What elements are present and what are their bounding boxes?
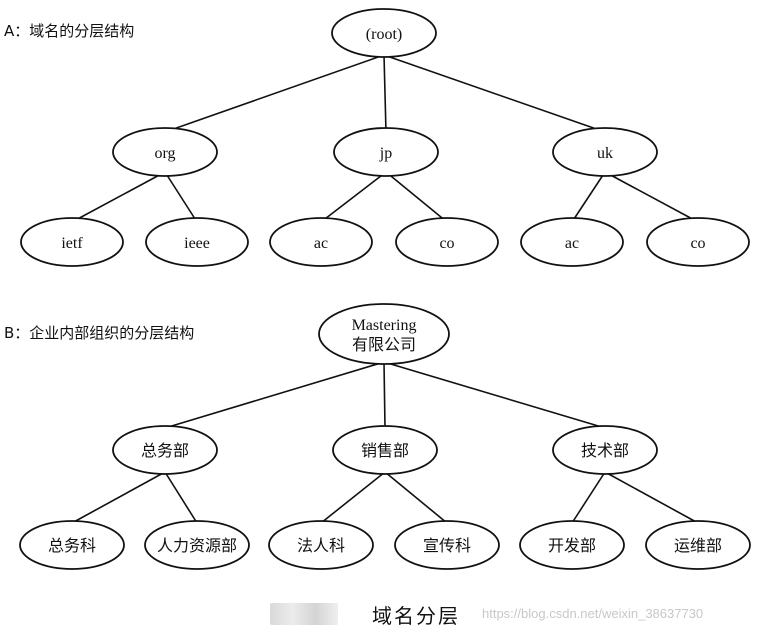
edge-b-2-0	[571, 471, 606, 524]
node-b-level2-1-0-label: 法人科	[297, 537, 345, 555]
node-b-level2-0-1-label: 人力资源部	[157, 537, 237, 555]
node-b-level2-0-1: 人力资源部	[144, 520, 250, 570]
watermark-url: https://blog.csdn.net/weixin_38637730	[482, 606, 704, 621]
node-b-level1-1: 销售部	[332, 425, 438, 475]
node-b-level2-0-0-label: 总务科	[48, 537, 96, 555]
section-b-title: B：企业内部组织的分层结构	[4, 324, 195, 342]
section-a-title: A：域名的分层结构	[4, 22, 135, 40]
node-a-jp-co: co	[395, 217, 499, 267]
edge-b-root-1	[383, 361, 386, 429]
node-a-org-ieee-label: ieee	[184, 235, 210, 252]
node-b-level1-2-label: 技术部	[581, 442, 629, 460]
edge-b-1-1	[384, 471, 448, 524]
node-a-jp: jp	[333, 127, 439, 177]
node-b-level2-1-0: 法人科	[268, 520, 374, 570]
edge-a-root-0	[164, 54, 385, 133]
node-a-org: org	[112, 127, 218, 177]
edge-a-0-1	[164, 171, 198, 223]
edge-a-root-2	[383, 54, 606, 133]
node-a-root: (root)	[331, 8, 437, 58]
node-a-jp-ellipse	[333, 127, 439, 177]
node-b-level2-0-1-ellipse	[144, 520, 250, 570]
node-b-level1-1-ellipse	[332, 425, 438, 475]
node-a-jp-ac-label: ac	[314, 235, 328, 252]
node-a-uk-co: co	[646, 217, 750, 267]
node-a-org-ieee: ieee	[145, 217, 249, 267]
edge-b-2-1	[604, 471, 699, 524]
node-b-root: Mastering 有限公司	[318, 303, 450, 365]
node-a-root-ellipse	[331, 8, 437, 58]
node-a-jp-label: jp	[379, 145, 392, 162]
node-b-root-label: 有限公司	[352, 336, 416, 354]
node-b-level2-0-0-ellipse	[19, 520, 125, 570]
node-b-level2-2-1: 运维部	[645, 520, 751, 570]
edge-a-1-1	[385, 171, 448, 223]
node-b-level1-1-label: 销售部	[361, 442, 409, 460]
node-b-level1-0-ellipse	[112, 425, 218, 475]
node-a-org-ietf-label: ietf	[61, 235, 83, 252]
node-a-uk-co-ellipse	[646, 217, 750, 267]
node-b-level2-2-1-label: 运维部	[674, 537, 722, 555]
edge-a-0-0	[71, 171, 166, 223]
figure-caption: 域名分层	[372, 604, 460, 628]
node-b-level2-2-0-ellipse	[519, 520, 625, 570]
node-b-root-label: Mastering	[352, 317, 417, 334]
node-b-level1-2-ellipse	[552, 425, 658, 475]
node-b-level2-2-0-label: 开发部	[548, 537, 596, 555]
edge-a-2-1	[604, 171, 699, 223]
node-a-uk-ellipse	[552, 127, 658, 177]
node-a-jp-ac: ac	[269, 217, 373, 267]
edge-b-root-2	[383, 361, 606, 429]
node-a-root-label: (root)	[366, 26, 402, 43]
node-b-level1-0-label: 总务部	[141, 442, 189, 460]
node-a-uk-ac-ellipse	[520, 217, 624, 267]
edge-a-root-1	[383, 54, 387, 133]
node-a-org-ietf-ellipse	[20, 217, 124, 267]
node-b-level2-1-1-label: 宣传科	[423, 537, 471, 555]
node-a-uk-ac: ac	[520, 217, 624, 267]
node-a-jp-co-label: co	[439, 235, 454, 252]
node-b-level1-0: 总务部	[112, 425, 218, 475]
node-a-uk-co-label: co	[690, 235, 705, 252]
node-b-root-ellipse	[318, 303, 450, 365]
node-b-level2-2-1-ellipse	[645, 520, 751, 570]
edge-a-1-0	[320, 171, 387, 223]
edge-b-root-0	[164, 361, 385, 429]
node-a-uk: uk	[552, 127, 658, 177]
edge-b-0-1	[164, 471, 198, 524]
edge-b-1-0	[320, 471, 386, 524]
node-a-org-ieee-ellipse	[145, 217, 249, 267]
node-b-level1-2: 技术部	[552, 425, 658, 475]
blurred-logo	[270, 603, 338, 625]
node-b-level2-0-0: 总务科	[19, 520, 125, 570]
edge-a-2-0	[571, 171, 606, 223]
node-a-uk-label: uk	[597, 145, 613, 162]
node-a-org-ellipse	[112, 127, 218, 177]
node-a-org-label: org	[154, 145, 175, 162]
edge-b-0-0	[71, 471, 166, 524]
node-a-uk-ac-label: ac	[565, 235, 579, 252]
node-a-jp-co-ellipse	[395, 217, 499, 267]
node-a-org-ietf: ietf	[20, 217, 124, 267]
node-b-level2-1-1: 宣传科	[394, 520, 500, 570]
node-a-jp-ac-ellipse	[269, 217, 373, 267]
node-b-level2-2-0: 开发部	[519, 520, 625, 570]
node-b-level2-1-1-ellipse	[394, 520, 500, 570]
node-b-level2-1-0-ellipse	[268, 520, 374, 570]
